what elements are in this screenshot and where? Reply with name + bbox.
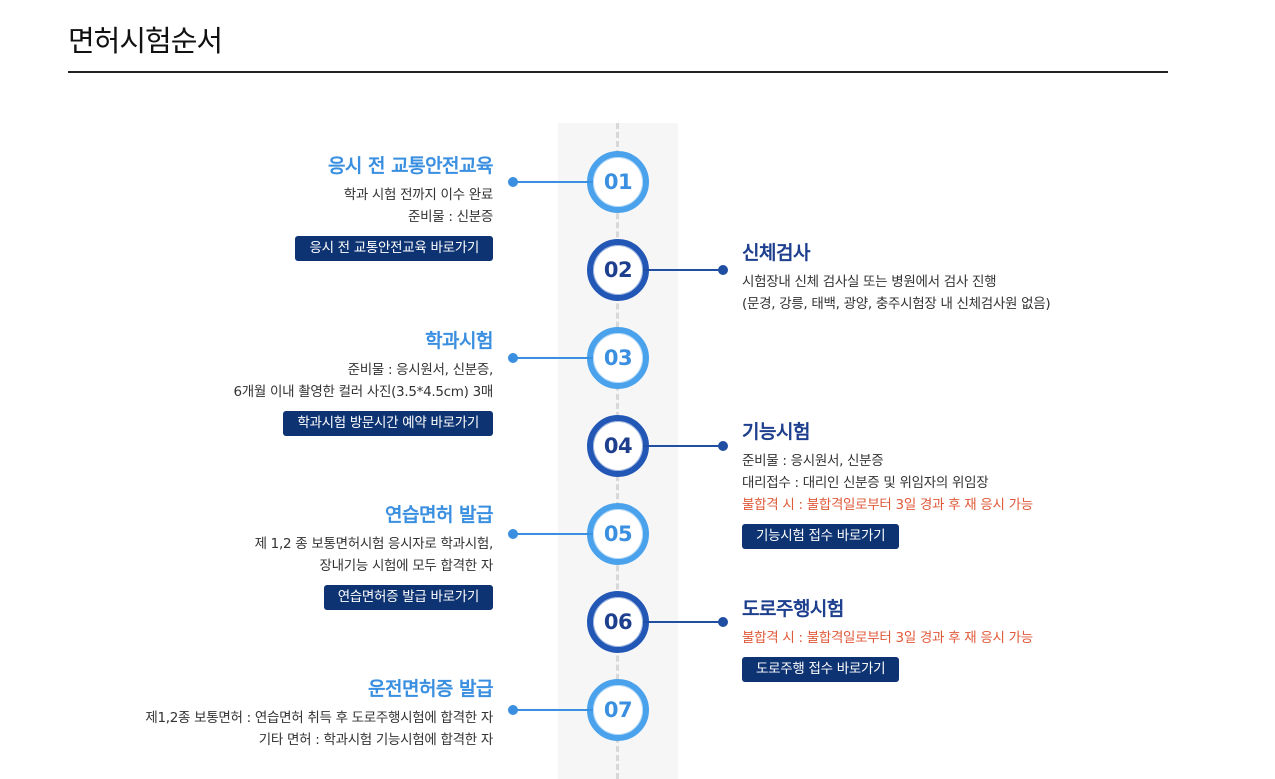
step-06-block: 도로주행시험 불합격 시 : 불합격일로부터 3일 경과 후 재 응시 가능 도… [742,594,1033,682]
traffic-safety-education-button[interactable]: 응시 전 교통안전교육 바로가기 [295,236,493,261]
step-05-badge: 05 [587,503,649,565]
step-05-block: 연습면허 발급 제 1,2 종 보통면허시험 응시자로 학과시험, 장내기능 시… [254,500,494,610]
step-01-badge: 01 [587,151,649,213]
step-07-line-1: 제1,2종 보통면허 : 연습면허 취득 후 도로주행시험에 합격한 자 [145,710,493,726]
step-06-dot [718,617,728,627]
step-02-badge: 02 [587,239,649,301]
step-07-block: 운전면허증 발급 제1,2종 보통면허 : 연습면허 취득 후 도로주행시험에 … [145,674,493,751]
step-06-badge: 06 [587,591,649,653]
page-title: 면허시험순서 [68,24,223,58]
step-01-block: 응시 전 교통안전교육 학과 시험 전까지 이수 완료 준비물 : 신분증 응시… [295,151,493,261]
step-04-block: 기능시험 준비물 : 응시원서, 신분증 대리접수 : 대리인 신분증 및 위임… [742,417,1033,549]
step-03-dot [508,353,518,363]
step-01-connector [513,181,593,183]
step-01-line-1: 학과 시험 전까지 이수 완료 [343,187,494,203]
step-01-dot [508,177,518,187]
step-04-dot [718,441,728,451]
step-05-dot [508,529,518,539]
step-04-title: 기능시험 [742,421,810,443]
step-01-title: 응시 전 교통안전교육 [327,155,494,177]
step-05-line-2: 장내기능 시험에 모두 합격한 자 [319,558,493,574]
step-04-line-1: 준비물 : 응시원서, 신분증 [742,453,884,469]
step-07-line-2: 기타 면허 : 학과시험 기능시험에 합격한 자 [258,732,494,748]
step-02-block: 신체검사 시험장내 신체 검사실 또는 병원에서 검사 진행 (문경, 강릉, … [742,238,1051,315]
step-07-title: 운전면허증 발급 [368,678,493,700]
step-05-line-1: 제 1,2 종 보통면허시험 응시자로 학과시험, [254,536,494,552]
step-04-connector [643,445,723,447]
road-test-apply-button[interactable]: 도로주행 접수 바로가기 [742,657,900,682]
step-02-connector [643,269,723,271]
step-05-title: 연습면허 발급 [385,504,494,526]
step-03-block: 학과시험 준비물 : 응시원서, 신분증, 6개월 이내 촬영한 컬러 사진(3… [233,326,494,436]
step-02-title: 신체검사 [742,242,810,264]
step-04-line-2: 대리접수 : 대리인 신분증 및 위임자의 위임장 [742,475,989,491]
step-02-line-2: (문경, 강릉, 태백, 광양, 충주시험장 내 신체검사원 없음) [742,296,1051,312]
step-01-line-2: 준비물 : 신분증 [408,209,493,225]
step-06-connector [643,621,723,623]
step-06-title: 도로주행시험 [742,598,844,620]
step-07-dot [508,705,518,715]
step-06-warning: 불합격 시 : 불합격일로부터 3일 경과 후 재 응시 가능 [742,630,1033,646]
step-05-connector [513,533,593,535]
step-03-title: 학과시험 [425,330,493,352]
step-04-warning: 불합격 시 : 불합격일로부터 3일 경과 후 재 응시 가능 [742,497,1033,513]
written-test-reservation-button[interactable]: 학과시험 방문시간 예약 바로가기 [283,411,493,436]
step-03-badge: 03 [587,327,649,389]
skill-test-apply-button[interactable]: 기능시험 접수 바로가기 [742,524,900,549]
step-07-badge: 07 [587,679,649,741]
step-03-line-1: 준비물 : 응시원서, 신분증, [347,362,494,378]
title-divider [68,71,1168,73]
step-03-line-2: 6개월 이내 촬영한 컬러 사진(3.5*4.5cm) 3매 [233,384,494,400]
step-02-line-1: 시험장내 신체 검사실 또는 병원에서 검사 진행 [742,274,997,290]
step-07-connector [513,709,593,711]
step-03-connector [513,357,593,359]
learner-permit-issue-button[interactable]: 연습면허증 발급 바로가기 [323,585,493,610]
step-02-dot [718,265,728,275]
step-04-badge: 04 [587,415,649,477]
